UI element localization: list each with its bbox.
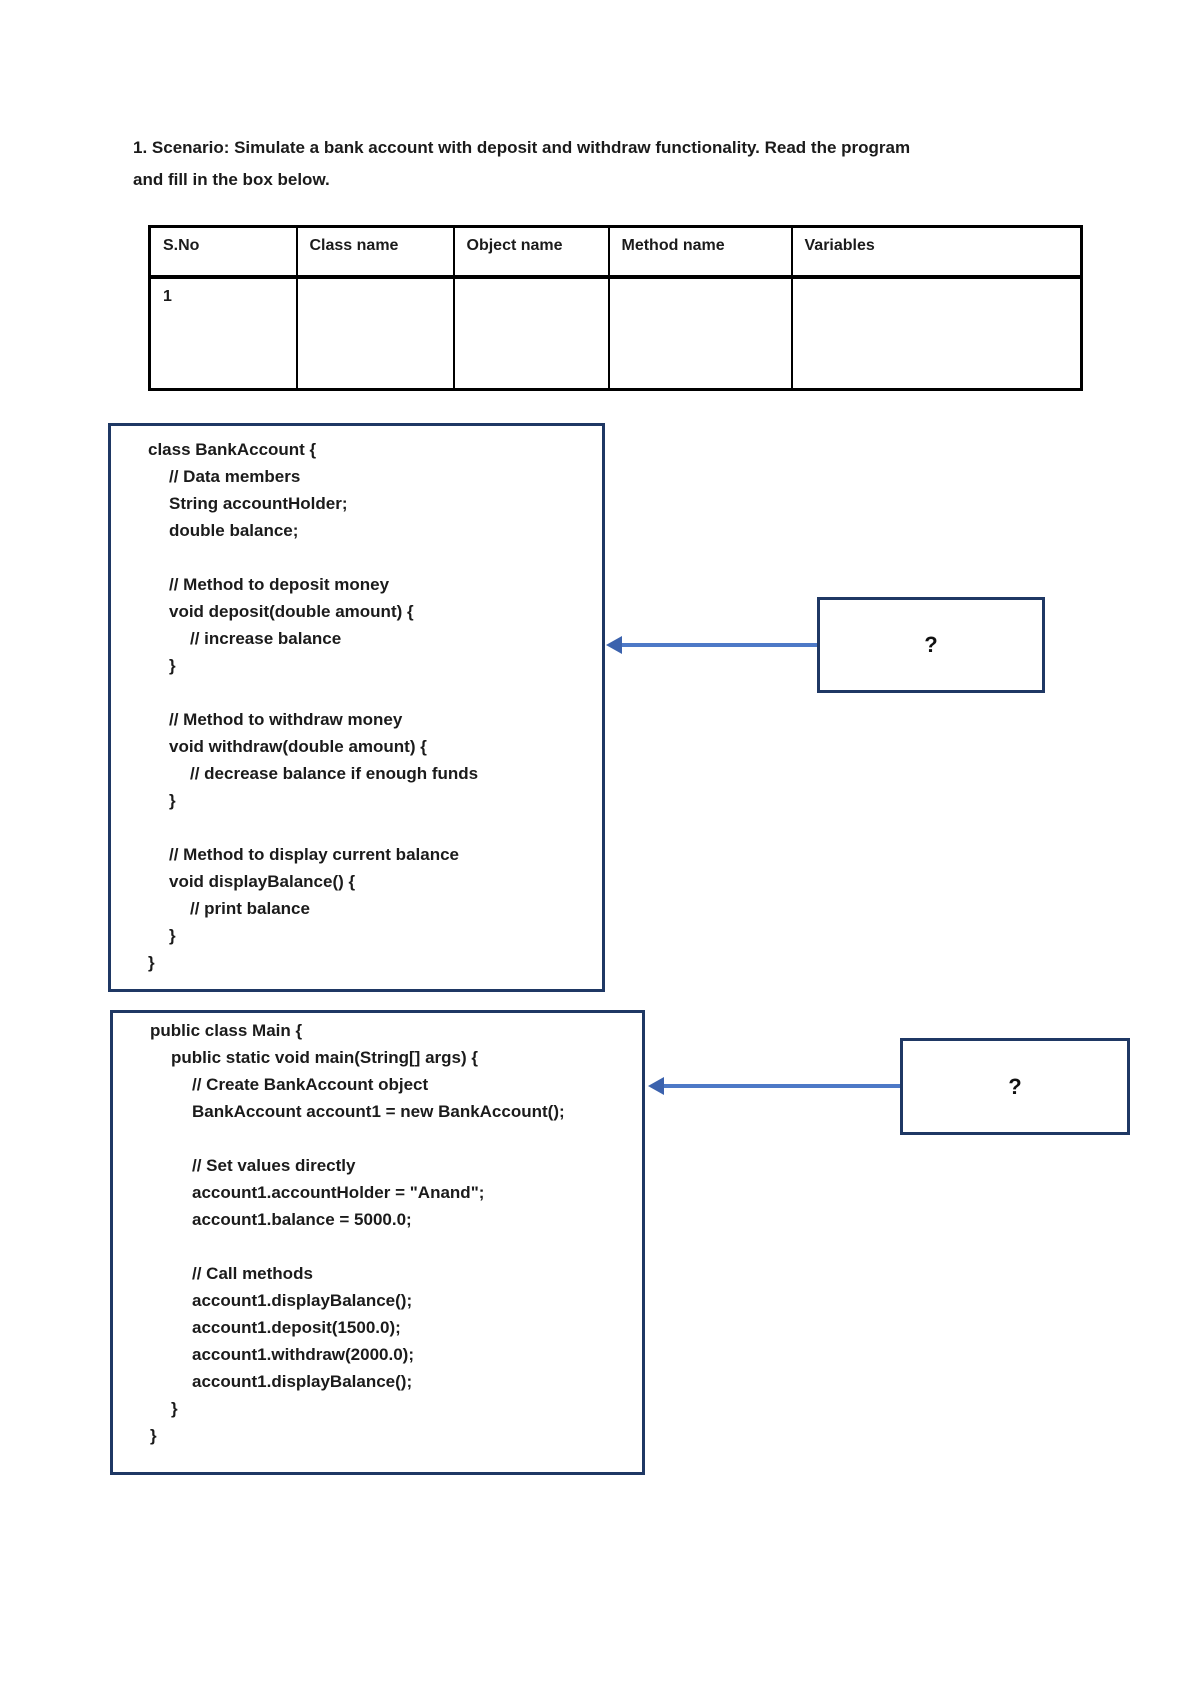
fill-in-cell[interactable] bbox=[607, 275, 793, 391]
scenario-title-line2: and fill in the box below. bbox=[133, 170, 330, 189]
code-line: // Method to withdraw money bbox=[169, 710, 403, 729]
code-line: // Method to display current balance bbox=[169, 845, 459, 864]
code-line: } bbox=[169, 926, 176, 945]
code-line: void withdraw(double amount) { bbox=[169, 737, 427, 756]
code-line bbox=[111, 544, 602, 571]
arrow-line bbox=[660, 1084, 900, 1088]
code-line: account1.accountHolder = "Anand"; bbox=[192, 1183, 485, 1202]
code-line: // print balance bbox=[190, 899, 310, 918]
code-line: account1.displayBalance(); bbox=[192, 1372, 413, 1391]
code-line: account1.displayBalance(); bbox=[192, 1291, 413, 1310]
code-line: // Call methods bbox=[192, 1264, 313, 1283]
code-line bbox=[113, 1125, 642, 1152]
code-line: account1.deposit(1500.0); bbox=[192, 1318, 401, 1337]
code-line: public static void main(String[] args) { bbox=[171, 1048, 478, 1067]
code-line: String accountHolder; bbox=[169, 494, 348, 513]
column-header-class-name: Class name bbox=[295, 225, 455, 279]
column-header-method-name: Method name bbox=[607, 225, 793, 279]
scenario-title: 1. Scenario: Simulate a bank account wit… bbox=[133, 132, 1053, 196]
serial-number-cell: 1 bbox=[148, 275, 298, 391]
code-line: void displayBalance() { bbox=[169, 872, 356, 891]
question-mark-label: ? bbox=[924, 632, 938, 657]
arrow-to-bankaccount-box bbox=[606, 636, 817, 654]
answer-box-main[interactable]: ? bbox=[900, 1038, 1130, 1135]
arrow-line bbox=[618, 643, 817, 647]
fill-in-cell[interactable] bbox=[295, 275, 455, 391]
code-line: } bbox=[169, 791, 176, 810]
column-header-object-name: Object name bbox=[452, 225, 610, 279]
code-line: double balance; bbox=[169, 521, 299, 540]
fill-in-cell[interactable] bbox=[452, 275, 610, 391]
code-line: account1.balance = 5000.0; bbox=[192, 1210, 412, 1229]
scenario-title-line1: 1. Scenario: Simulate a bank account wit… bbox=[133, 138, 911, 157]
question-mark-label: ? bbox=[1008, 1073, 1022, 1099]
code-line: account1.withdraw(2000.0); bbox=[192, 1345, 415, 1364]
code-line: BankAccount account1 = new BankAccount()… bbox=[192, 1102, 565, 1121]
code-line bbox=[111, 814, 602, 841]
code-line: // Set values directly bbox=[192, 1156, 356, 1175]
column-header-variables: Variables bbox=[790, 225, 1083, 279]
table-body: 1 bbox=[148, 275, 1083, 391]
arrow-to-main-box bbox=[648, 1077, 900, 1095]
arrow-left-head-icon bbox=[648, 1077, 664, 1095]
code-line: // Method to deposit money bbox=[169, 575, 390, 594]
code-line: public class Main { bbox=[150, 1021, 303, 1040]
code-line: } bbox=[169, 656, 176, 675]
code-line: // Create BankAccount object bbox=[192, 1075, 429, 1094]
fill-in-cell[interactable] bbox=[790, 275, 1083, 391]
code-line: } bbox=[171, 1399, 178, 1418]
code-line: void deposit(double amount) { bbox=[169, 602, 414, 621]
code-line bbox=[111, 679, 602, 706]
answer-box-bankaccount[interactable]: ? bbox=[817, 597, 1045, 693]
table-row: 1 bbox=[148, 275, 1083, 391]
code-line bbox=[113, 1233, 642, 1260]
code-line: class BankAccount { bbox=[148, 440, 317, 459]
column-header-s-no: S.No bbox=[148, 225, 298, 279]
code-line: // decrease balance if enough funds bbox=[190, 764, 479, 783]
code-line: } bbox=[148, 953, 155, 972]
arrow-left-head-icon bbox=[606, 636, 622, 654]
code-line: // increase balance bbox=[190, 629, 342, 648]
code-line: // Data members bbox=[169, 467, 301, 486]
code-box-main-class: public class Main { public static void ma… bbox=[110, 1010, 645, 1475]
code-line: } bbox=[150, 1426, 157, 1445]
